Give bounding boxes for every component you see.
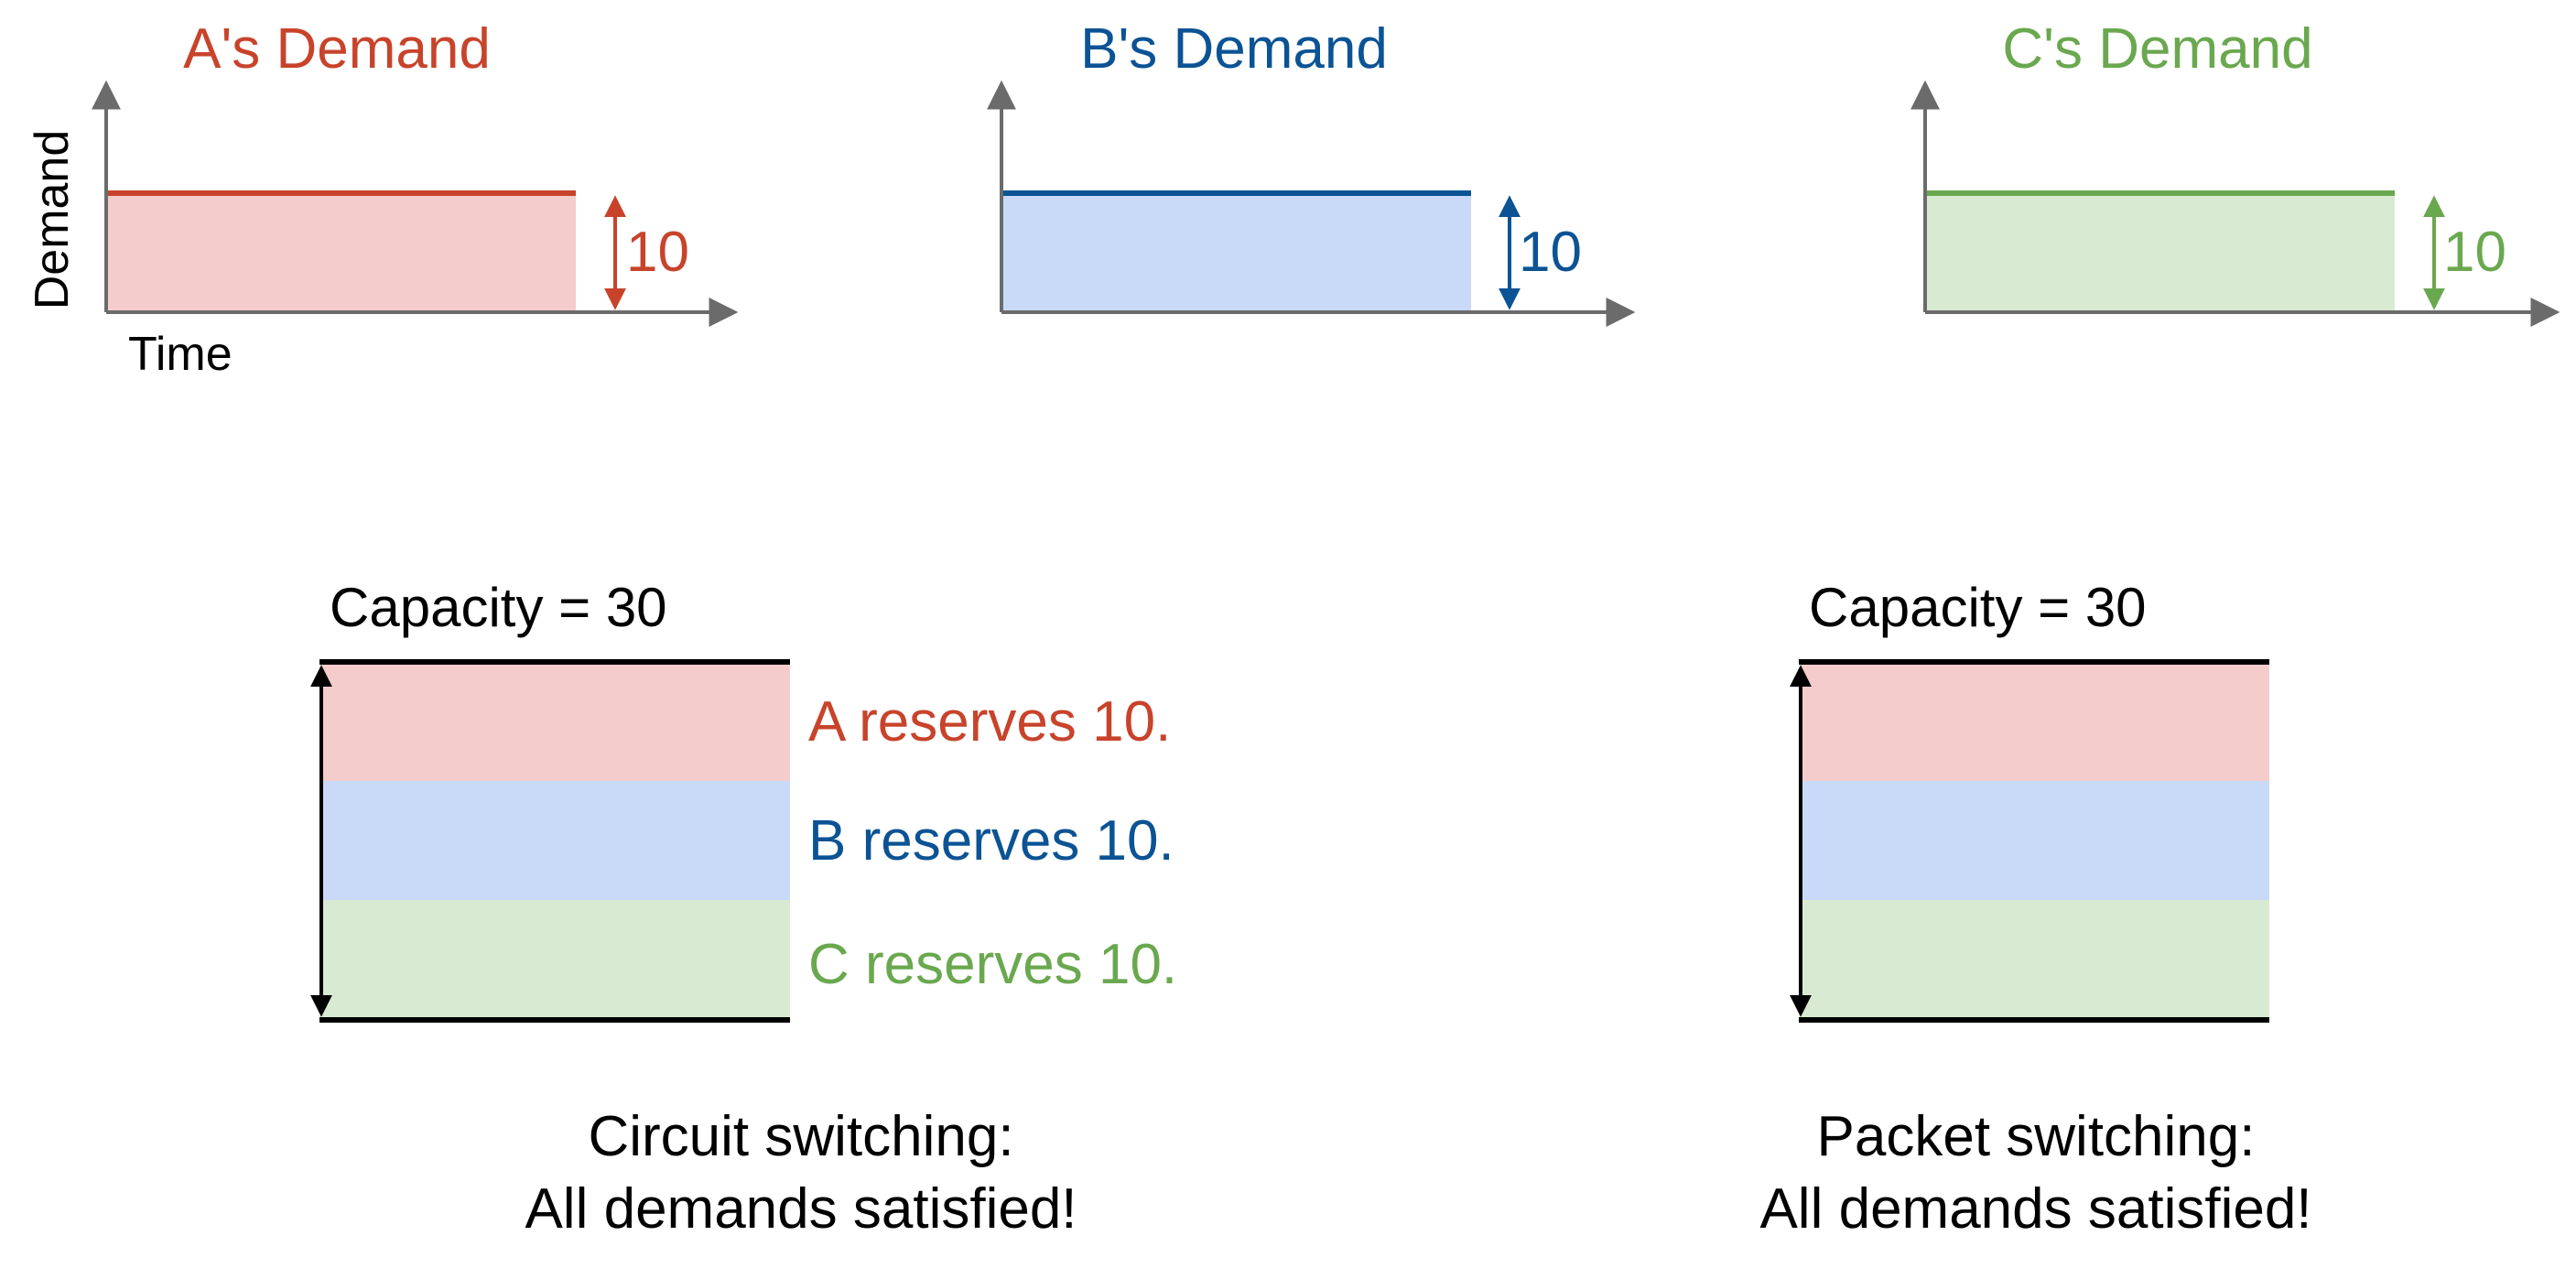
circuit-reservation-c: C reserves 10. [808, 933, 1177, 996]
y-axis-label: Demand [26, 130, 79, 310]
c-demand-chart: C's Demand 10 [1910, 17, 2560, 327]
a-value-label: 10 [626, 221, 689, 284]
c-demand-area [1925, 193, 2395, 312]
b-value-label: 10 [1519, 221, 1582, 284]
b-demand-chart: B's Demand 10 [987, 17, 1636, 327]
circuit-switching-panel: Capacity = 30 A reserves 10. B reserves … [310, 577, 1177, 1241]
packet-band-a [1801, 662, 2269, 781]
circuit-reservation-a: A reserves 10. [808, 690, 1171, 753]
a-demand-title: A's Demand [183, 17, 491, 81]
circuit-capacity-label: Capacity = 30 [330, 577, 667, 638]
packet-band-c [1801, 900, 2269, 1020]
circuit-band-c [321, 900, 790, 1020]
packet-capacity-label: Capacity = 30 [1809, 577, 2147, 638]
packet-caption-line1: Packet switching: [1817, 1105, 2256, 1168]
packet-band-b [1801, 781, 2269, 900]
x-axis-label: Time [128, 328, 233, 381]
packet-switching-panel: Capacity = 30 Packet switching: All dema… [1759, 577, 2311, 1241]
c-demand-title: C's Demand [2002, 17, 2312, 81]
circuit-caption-line1: Circuit switching: [588, 1105, 1013, 1168]
a-demand-area [106, 193, 576, 312]
circuit-reservation-b: B reserves 10. [808, 809, 1174, 873]
circuit-caption-line2: All demands satisfied! [525, 1177, 1077, 1241]
b-demand-title: B's Demand [1080, 17, 1388, 81]
circuit-band-b [321, 781, 790, 900]
c-value-label: 10 [2443, 221, 2506, 284]
b-demand-area [1001, 193, 1471, 312]
a-demand-chart: A's Demand 10 Demand Time [26, 17, 739, 381]
circuit-band-a [321, 662, 790, 781]
packet-caption-line2: All demands satisfied! [1759, 1177, 2311, 1241]
